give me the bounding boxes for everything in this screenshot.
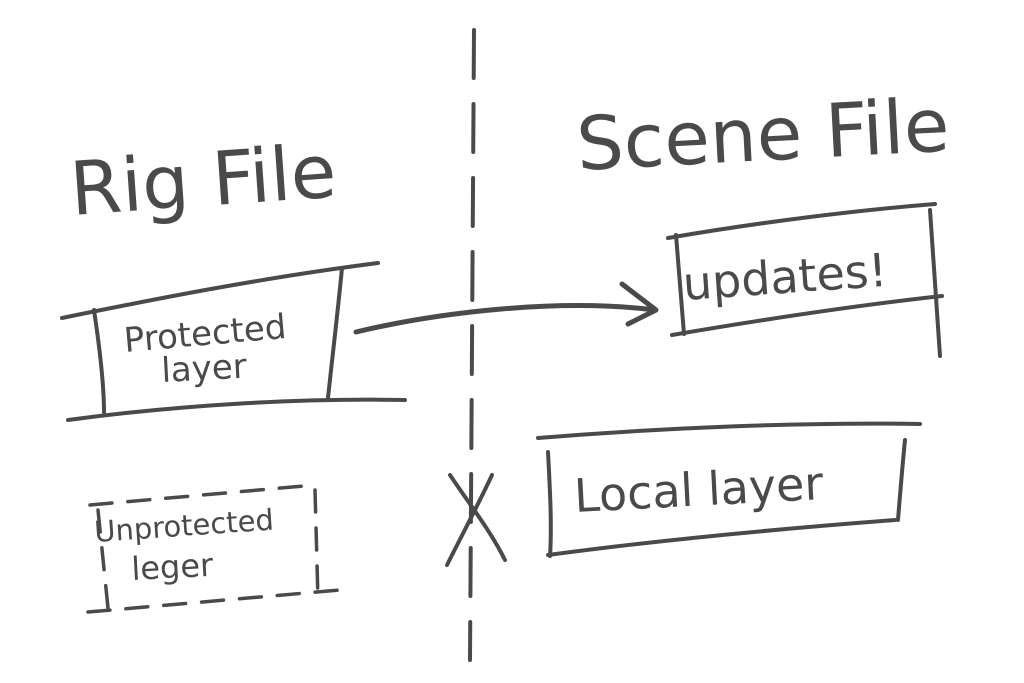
update-arrow: [353, 281, 659, 335]
center-divider: [468, 28, 476, 662]
local-layer-label: Local layer: [573, 456, 825, 523]
rig-file-title: Rig File: [67, 129, 339, 233]
local-layer-box: [536, 421, 922, 558]
protected-layer-box: [60, 261, 407, 422]
updates-label: updates!: [681, 243, 889, 311]
updates-box: [666, 202, 944, 358]
unprotected-layer-line1: Unprotected: [93, 503, 275, 549]
blocked-x-mark: [445, 473, 507, 567]
unprotected-layer-line2: leger: [130, 546, 214, 588]
protected-layer-line2: layer: [160, 347, 247, 391]
scene-file-title: Scene File: [574, 83, 951, 188]
unprotected-layer-box: [86, 483, 342, 614]
